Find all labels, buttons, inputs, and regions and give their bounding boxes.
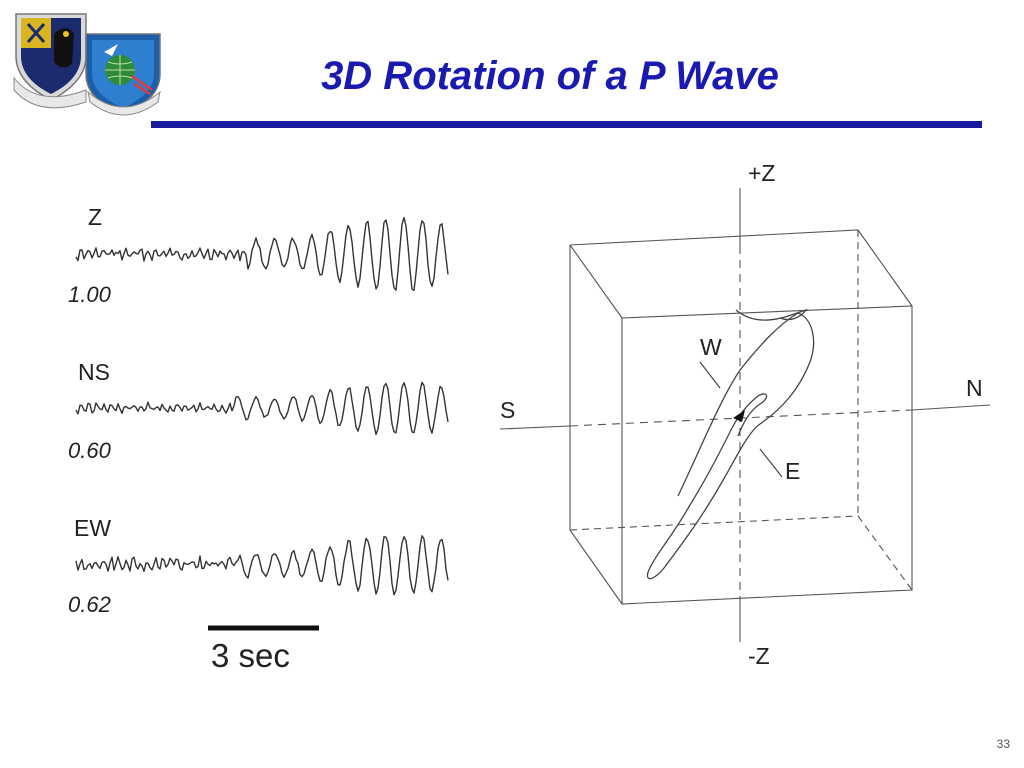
logo-group [8, 4, 168, 116]
particle-motion-loop [735, 308, 808, 321]
box-top-left-edge [569, 244, 623, 319]
slide-title: 3D Rotation of a P Wave [321, 54, 779, 98]
w-axis-tick [699, 361, 721, 389]
page-number: 33 [996, 737, 1010, 751]
trace-amplitude-z: 1.00 [68, 282, 112, 307]
particle-motion-panel: +Z -Z N S W E [499, 160, 991, 669]
box-hidden-bottom-back [569, 515, 859, 531]
trace-label-z: Z [88, 204, 102, 230]
axis-label-south: S [500, 397, 515, 423]
ns-axis-south [499, 425, 571, 430]
box-top-back-edge [569, 229, 913, 307]
box-front-face [621, 305, 913, 605]
axis-label-down: -Z [748, 643, 770, 669]
seismogram-panel: Z 1.00 NS 0.60 EW 0.62 3 sec [68, 204, 449, 674]
axis-label-west: W [700, 334, 722, 360]
trace-amplitude-ns: 0.60 [68, 438, 112, 463]
air-force-technical-applications-center-seal [85, 33, 161, 116]
axis-label-east: E [785, 458, 800, 484]
particle-motion-path [646, 312, 815, 580]
seismogram-trace-z [75, 216, 449, 292]
trace-amplitude-ew: 0.62 [68, 592, 111, 617]
box-hidden-bottom-right [857, 515, 913, 591]
box-bottom-left-edge [569, 529, 623, 605]
time-scale-label: 3 sec [211, 637, 290, 674]
axis-label-up: +Z [748, 160, 775, 186]
motion-direction-arrow [733, 410, 745, 422]
seismogram-trace-ew [75, 535, 449, 596]
trace-label-ns: NS [78, 359, 110, 385]
e-axis-tick [759, 448, 783, 478]
axis-label-north: N [966, 375, 983, 401]
ns-axis-north [911, 404, 991, 411]
title-divider [151, 121, 982, 128]
seismogram-trace-ns [75, 381, 449, 436]
trace-label-ew: EW [74, 515, 111, 541]
air-force-isr-agency-seal [13, 13, 87, 109]
